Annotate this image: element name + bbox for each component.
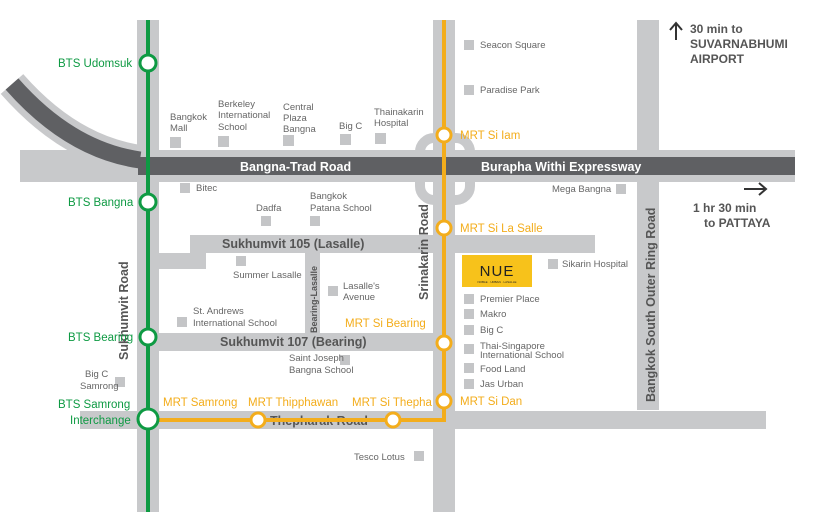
poi-big-c-samrong: Samrong (80, 381, 119, 392)
bts-bearing-station[interactable] (138, 327, 158, 347)
poi-summer-lasalle: Summer Lasalle (233, 270, 302, 281)
srinakarin-label: Srinakarin Road (417, 204, 431, 300)
airport-label: AIRPORT (690, 52, 745, 66)
mrt-thipphawan-label: MRT Thipphawan (248, 397, 338, 409)
poi-thai-singapore: International School (480, 350, 564, 361)
poi-bangkok-mall: Mall (170, 123, 187, 134)
bts-bearing-label: BTS Bearing (68, 332, 133, 344)
poi-st-andrews: International School (193, 318, 277, 329)
poi-dadfa: Dadfa (256, 203, 282, 214)
soi-105-stub (158, 253, 206, 269)
logo-name: NUE (480, 263, 515, 280)
poi-big-c-samrong: Big C (85, 369, 108, 380)
outer-ring-label: Bangkok South Outer Ring Road (644, 208, 658, 402)
mrt-si-thepha-label: MRT Si Thepha (352, 397, 433, 409)
poi-bitec: Bitec (196, 183, 217, 194)
poi-lasalles-avenue: Avenue (343, 292, 375, 303)
poi-labels: Bangkok Mall Berkeley International Scho… (80, 40, 628, 463)
soi-105-label: Sukhumvit 105 (Lasalle) (222, 237, 364, 251)
bts-samrong-label: BTS Samrong (58, 399, 130, 411)
bts-bangna-station[interactable] (138, 192, 158, 212)
mrt-thipphawan-station[interactable] (249, 411, 267, 429)
poi-lasalles-avenue: Lasalle's (343, 281, 380, 292)
mrt-si-iam-station[interactable] (435, 126, 453, 144)
soi-107-road (150, 333, 440, 351)
poi-patana: Patana School (310, 203, 372, 214)
mrt-si-thepha-station[interactable] (384, 411, 402, 429)
poi-food-land: Food Land (480, 364, 525, 375)
mrt-yellow-line (148, 20, 446, 422)
bts-udomsuk-station[interactable] (138, 53, 158, 73)
pattaya-direction: 1 hr 30 min to PATTAYA (693, 182, 771, 230)
poi-paradise: Paradise Park (480, 85, 540, 96)
mrt-si-bearing-label: MRT Si Bearing (345, 318, 426, 330)
poi-tesco-lotus: Tesco Lotus (354, 452, 405, 463)
roads (20, 20, 795, 512)
poi-markers (115, 40, 626, 461)
bts-udomsuk-label: BTS Udomsuk (58, 58, 132, 70)
poi-big-c: Big C (339, 121, 362, 132)
poi-thai-singapore: Thai-Singapore (480, 341, 545, 352)
poi-berkeley: School (218, 122, 247, 133)
logo-tagline: NOBLE · URBAN · LASALLE (477, 280, 516, 284)
bangna-curve-expressway (5, 78, 142, 169)
poi-saint-joseph: Bangna School (289, 365, 353, 376)
poi-sikarin: Sikarin Hospital (562, 259, 628, 270)
poi-berkeley: Berkeley (218, 99, 255, 110)
poi-jas-urban: Jas Urban (480, 379, 523, 390)
poi-mega-bangna: Mega Bangna (552, 184, 612, 195)
poi-seacon: Seacon Square (480, 40, 546, 51)
mrt-samrong-label: MRT Samrong (163, 397, 237, 409)
mrt-si-dan-label: MRT Si Dan (460, 396, 522, 408)
poi-thainakarin: Thainakarin (374, 107, 424, 118)
soi-105-road (190, 235, 595, 253)
mrt-si-iam-label: MRT Si Iam (460, 130, 520, 142)
poi-thainakarin: Hospital (374, 118, 408, 129)
arrow-up-icon (669, 21, 683, 40)
bearing-lasalle-label: Bearing-Lasalle (309, 266, 319, 333)
mrt-si-la-salle-label: MRT Si La Salle (460, 223, 543, 235)
poi-makro: Makro (480, 309, 506, 320)
arrow-right-icon (744, 182, 768, 196)
mrt-si-bearing-station[interactable] (435, 334, 453, 352)
bangna-trad-label: Bangna-Trad Road (240, 160, 351, 174)
pattaya-time: 1 hr 30 min (693, 201, 756, 215)
poi-central: Bangna (283, 124, 316, 135)
nue-logo: NUE NOBLE · URBAN · LASALLE (462, 255, 532, 287)
mrt-si-dan-station[interactable] (435, 392, 453, 410)
poi-big-c-2: Big C (480, 325, 503, 336)
poi-saint-joseph: Saint Joseph (289, 353, 344, 364)
airport-name: SUVARNABHUMI (690, 37, 788, 51)
poi-patana: Bangkok (310, 191, 347, 202)
poi-central: Central (283, 102, 314, 113)
bts-samrong-station[interactable] (136, 407, 160, 431)
pattaya-label: to PATTAYA (704, 216, 771, 230)
soi-107-label: Sukhumvit 107 (Bearing) (220, 335, 367, 349)
outer-ring-road (637, 20, 659, 410)
poi-premier-place: Premier Place (480, 294, 540, 305)
burapha-label: Burapha Withi Expressway (481, 160, 641, 174)
poi-bangkok-mall: Bangkok (170, 112, 207, 123)
bts-bangna-label: BTS Bangna (68, 197, 134, 209)
airport-time: 30 min to (690, 22, 743, 36)
bearing-lasalle-road (305, 253, 320, 335)
interchange-label: Interchange (70, 415, 131, 427)
poi-st-andrews: St. Andrews (193, 306, 244, 317)
poi-berkeley: International (218, 110, 270, 121)
sukhumvit-label: Sukhumvit Road (117, 261, 131, 360)
poi-central: Plaza (283, 113, 307, 124)
airport-direction: 30 min to SUVARNABHUMI AIRPORT (669, 21, 788, 66)
mrt-si-la-salle-station[interactable] (435, 219, 453, 237)
bangna-trad-expressway (138, 157, 795, 175)
